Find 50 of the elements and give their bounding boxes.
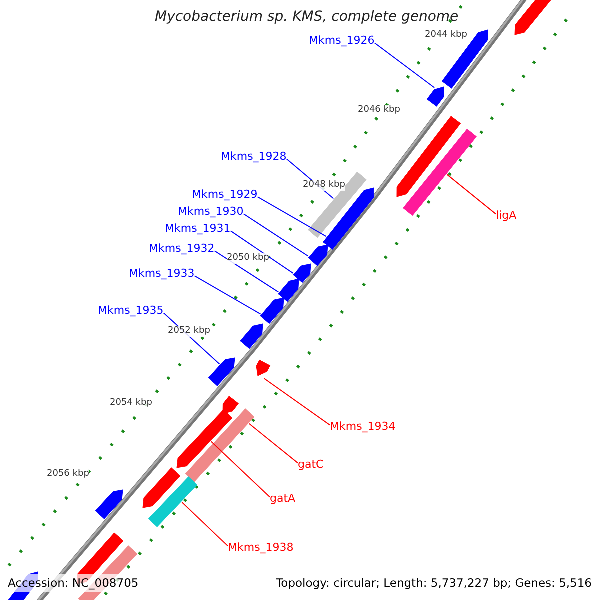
gene-label: Mkms_1929 bbox=[192, 188, 258, 201]
footer-text: Accession: NC_008705 bbox=[6, 574, 141, 592]
gene-label: Mkms_1931 bbox=[165, 222, 231, 235]
gene-label: ligA bbox=[496, 209, 517, 222]
gene-band bbox=[403, 128, 477, 216]
leader-line bbox=[243, 214, 310, 257]
leader-line bbox=[446, 174, 496, 215]
gene-feature bbox=[240, 324, 264, 350]
gene-label: Mkms_1926 bbox=[309, 34, 375, 47]
scale-label: 2044 kbp bbox=[425, 30, 468, 41]
scale-label: 2050 kbp bbox=[227, 253, 270, 264]
gene-label: Mkms_1935 bbox=[98, 304, 164, 317]
scale-label: 2052 kbp bbox=[168, 326, 210, 337]
gene-band bbox=[148, 476, 198, 528]
gene-band bbox=[185, 408, 255, 482]
leader-line bbox=[248, 423, 298, 464]
scale-label: 2054 kbp bbox=[110, 398, 152, 409]
gene-feature bbox=[293, 264, 312, 284]
gene-label: gatA bbox=[270, 492, 296, 505]
leader-line bbox=[264, 378, 330, 426]
gene-feature bbox=[308, 244, 328, 266]
gene-feature bbox=[396, 116, 462, 198]
leader-line bbox=[230, 230, 294, 274]
leader-line bbox=[214, 250, 280, 293]
gene-label: Mkms_1938 bbox=[228, 541, 294, 554]
gene-feature bbox=[323, 188, 374, 250]
gene-label: Mkms_1934 bbox=[330, 420, 396, 433]
gene-feature bbox=[176, 410, 233, 468]
gene-label: Mkms_1930 bbox=[178, 205, 244, 218]
leader-line bbox=[194, 276, 262, 315]
leader-line bbox=[257, 196, 327, 238]
leader-line bbox=[374, 42, 436, 88]
gene-feature bbox=[208, 358, 236, 386]
gene-label: Mkms_1932 bbox=[149, 242, 215, 255]
gene-feature bbox=[222, 396, 239, 414]
leader-line bbox=[210, 441, 270, 498]
gene-label: gatC bbox=[298, 458, 324, 471]
scale-label: 2046 kbp bbox=[358, 105, 400, 116]
gene-feature bbox=[256, 360, 271, 376]
scale-label: 2048 kbp bbox=[303, 180, 346, 191]
scale-label: 2056 kbp bbox=[47, 469, 90, 480]
gene-label: Mkms_1933 bbox=[129, 267, 195, 280]
leader-line bbox=[182, 502, 228, 547]
title: Mycobacterium sp. KMS, complete genome bbox=[155, 9, 459, 26]
gene-feature bbox=[260, 298, 284, 324]
gene-feature bbox=[95, 490, 124, 520]
gene-feature bbox=[426, 86, 444, 107]
gene-feature bbox=[278, 278, 300, 302]
gene-label: Mkms_1928 bbox=[221, 150, 287, 163]
gene-feature bbox=[142, 468, 181, 508]
